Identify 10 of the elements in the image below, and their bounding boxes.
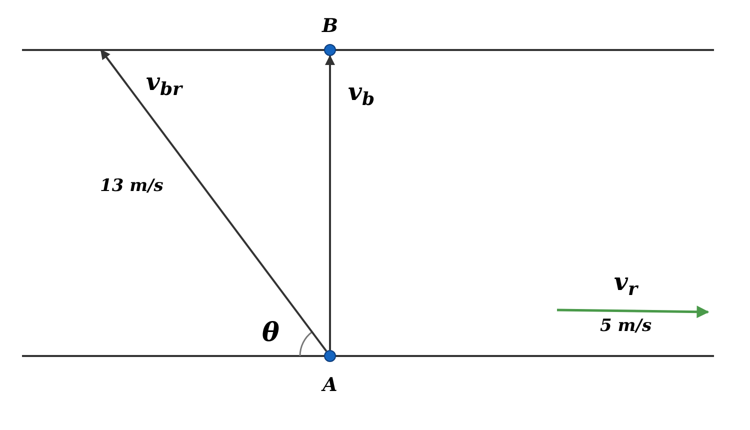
point-label: A bbox=[322, 376, 338, 395]
angle-label: θ bbox=[262, 320, 280, 346]
point-label: B bbox=[322, 17, 338, 36]
vector-arrow bbox=[325, 55, 335, 350]
vector-label: v$_{r}$ bbox=[614, 270, 638, 294]
vector-arrow bbox=[100, 49, 328, 352]
magnitude-label: 13 m/s bbox=[100, 178, 164, 195]
vector-label: v$_{br}$ bbox=[146, 70, 182, 94]
magnitude-label: 5 m/s bbox=[600, 318, 652, 335]
vector-label: v$_{b}$ bbox=[348, 80, 375, 104]
